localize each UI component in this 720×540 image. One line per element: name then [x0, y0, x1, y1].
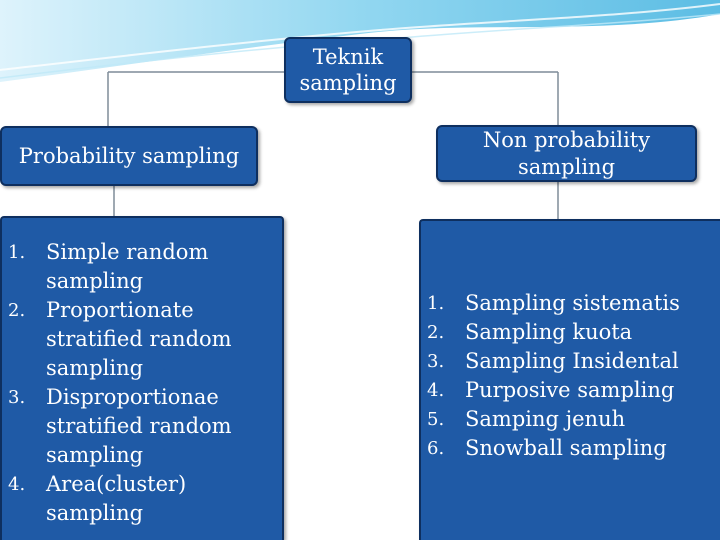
- list-item: 6.Snowball sampling: [427, 434, 680, 463]
- list-item: 5.Samping jenuh: [427, 405, 680, 434]
- list-item: 2.Sampling kuota: [427, 318, 680, 347]
- list-item: 4.Area(cluster) sampling: [8, 470, 276, 528]
- list-item-text: Sampling Insidental: [465, 348, 679, 373]
- non-probability-methods-list: 1.Sampling sistematis 2.Sampling kuota 3…: [421, 289, 680, 473]
- list-item: 2.Proportionate stratified random sampli…: [8, 296, 276, 383]
- root-node: Teknik sampling: [284, 37, 412, 103]
- list-item: 1.Simple random sampling: [8, 238, 276, 296]
- root-node-label: Teknik sampling: [299, 44, 397, 95]
- list-item-text: Disproportionae stratified random sampli…: [46, 385, 232, 467]
- list-item-text: Sampling sistematis: [465, 290, 680, 315]
- list-item-text: Samping jenuh: [465, 406, 626, 431]
- list-item-text: Area(cluster) sampling: [46, 472, 187, 525]
- probability-methods-list: 1.Simple random sampling 2.Proportionate…: [2, 218, 282, 528]
- list-item: 3.Disproportionae stratified random samp…: [8, 383, 276, 470]
- list-item-text: Proportionate stratified random sampling: [46, 298, 232, 380]
- list-item: 3.Sampling Insidental: [427, 347, 680, 376]
- list-item: 1.Sampling sistematis: [427, 289, 680, 318]
- list-item-text: Purposive sampling: [465, 377, 675, 402]
- list-item-text: Snowball sampling: [465, 435, 667, 460]
- non-probability-sampling-node: Non probability sampling: [436, 125, 697, 182]
- non-probability-methods-list-box: 1.Sampling sistematis 2.Sampling kuota 3…: [419, 219, 720, 540]
- probability-methods-list-box: 1.Simple random sampling 2.Proportionate…: [0, 216, 284, 540]
- list-item-text: Simple random sampling: [46, 240, 209, 293]
- non-probability-sampling-label: Non probability sampling: [482, 128, 651, 179]
- probability-sampling-label: Probability sampling: [18, 144, 240, 168]
- list-item-text: Sampling kuota: [465, 319, 633, 344]
- probability-sampling-node: Probability sampling: [0, 126, 258, 186]
- list-item: 4.Purposive sampling: [427, 376, 680, 405]
